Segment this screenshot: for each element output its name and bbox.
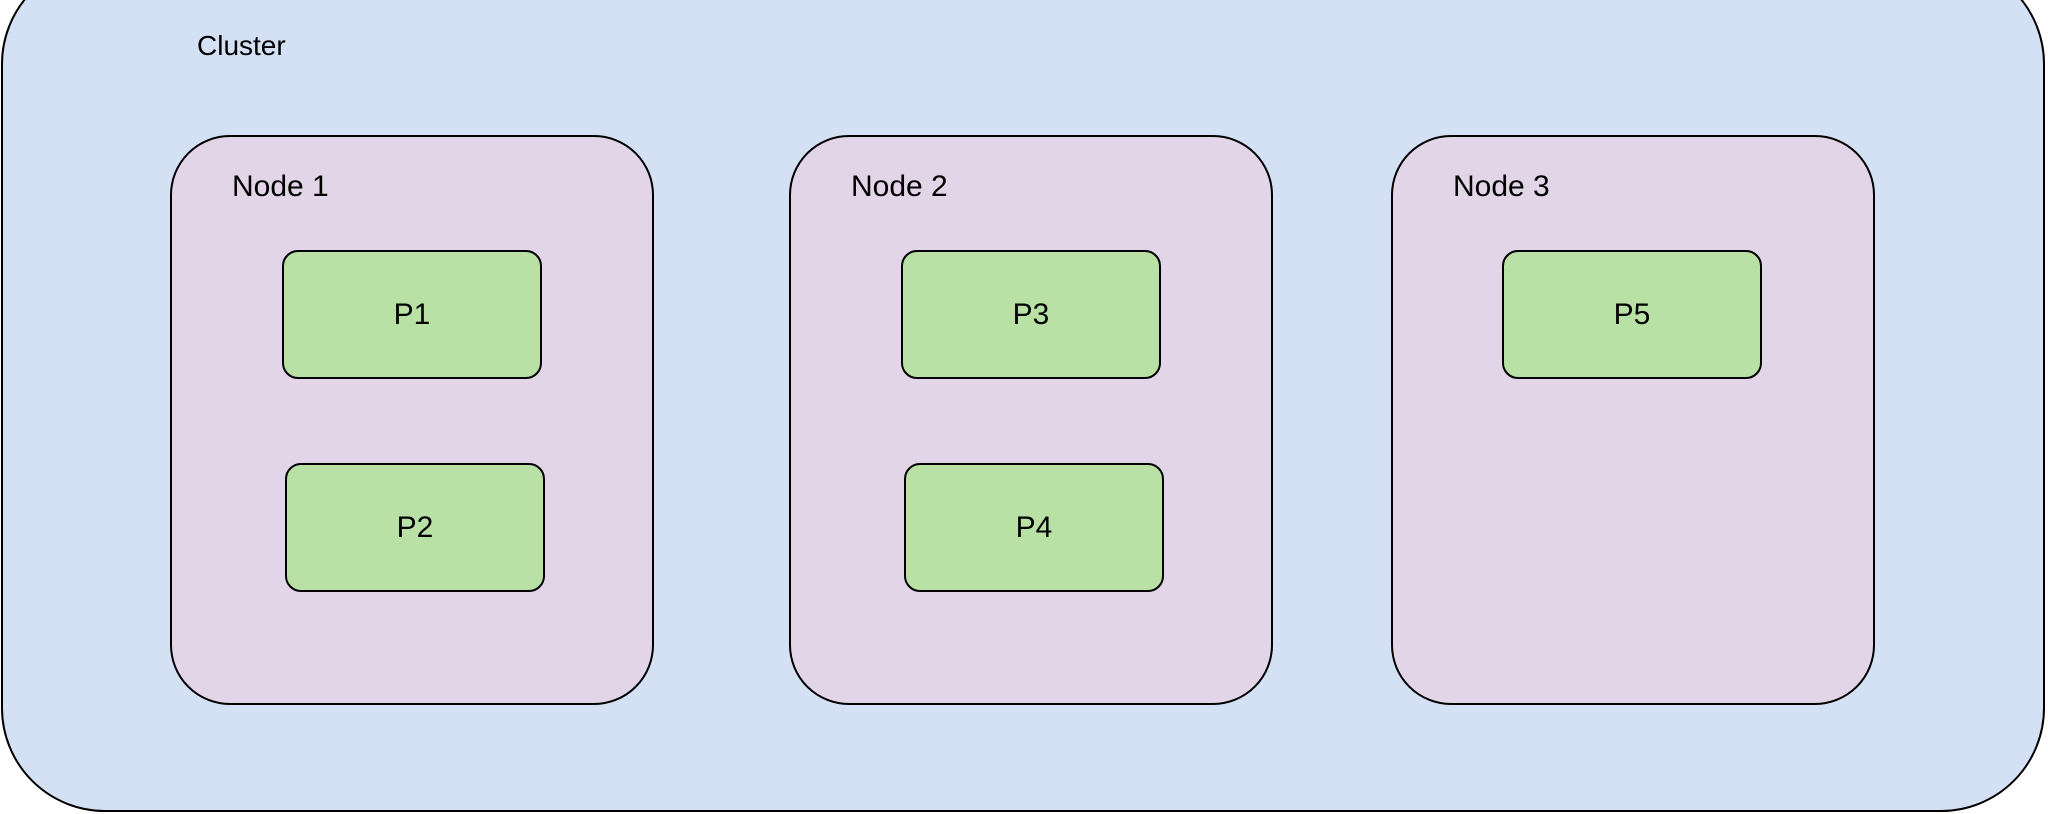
partition-p1: P1 [282,250,542,379]
partition-p4: P4 [904,463,1164,592]
partition-p2: P2 [285,463,545,592]
partition-p3: P3 [901,250,1161,379]
node-3-label: Node 3 [1453,170,1550,203]
partition-p5: P5 [1502,250,1762,379]
node-2: Node 2 P3 P4 [789,135,1273,705]
cluster-label: Cluster [197,30,286,61]
partition-p3-label: P3 [1012,297,1050,331]
partition-p4-label: P4 [1015,510,1053,544]
node-1: Node 1 P1 P2 [170,135,654,705]
node-2-label: Node 2 [851,170,948,203]
partition-p2-label: P2 [396,510,434,544]
node-3: Node 3 P5 [1391,135,1875,705]
partition-p5-label: P5 [1613,297,1651,331]
node-1-label: Node 1 [232,170,329,203]
partition-p1-label: P1 [393,297,431,331]
